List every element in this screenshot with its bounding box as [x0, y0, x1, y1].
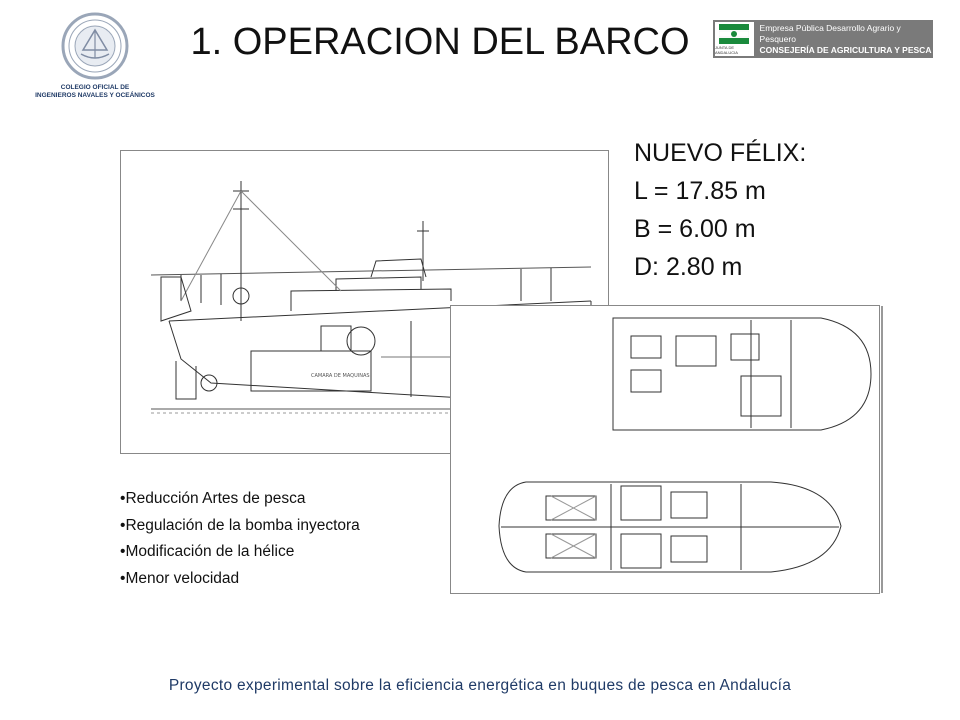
ship-deck-plan-icon — [498, 317, 872, 573]
logo-line1: Empresa Pública Desarrollo Agrario y Pes… — [759, 22, 901, 44]
list-item: Modificación de la hélice — [120, 539, 360, 566]
colegio-seal-icon — [61, 12, 129, 80]
andalucia-flag-icon — [719, 23, 750, 44]
list-item: Menor velocidad — [120, 566, 360, 593]
list-item: Reducción Artes de pesca — [120, 486, 360, 513]
vessel-beam: B = 6.00 m — [634, 215, 756, 243]
colegio-logo: COLEGIO OFICIAL DE INGENIEROS NAVALES Y … — [30, 10, 160, 110]
consejeria-logo: JUNTA DE ANDALUCIA Empresa Pública Desar… — [713, 20, 933, 58]
vessel-specs: NUEVO FÉLIX: L = 17.85 m B = 6.00 m D: 2… — [634, 134, 806, 286]
logo-caption-line1: COLEGIO OFICIAL DE — [60, 84, 130, 91]
junta-andalucia-emblem: JUNTA DE ANDALUCIA — [715, 22, 754, 56]
list-item: Regulación de la bomba inyectora — [120, 513, 359, 540]
vessel-depth: D: 2.80 m — [634, 253, 743, 281]
emblem-text: JUNTA DE ANDALUCIA — [715, 44, 738, 55]
svg-text:CAMARA DE MAQUINAS: CAMARA DE MAQUINAS — [311, 373, 370, 379]
measures-list: Reducción Artes de pesca Regulación de l… — [120, 486, 360, 593]
deck-plan-drawing — [450, 305, 883, 594]
vessel-length: L = 17.85 m — [634, 177, 766, 205]
logo-line2: CONSEJERÍA DE AGRICULTURA Y PESCA — [759, 44, 932, 55]
vessel-name: NUEVO FÉLIX: — [634, 139, 807, 167]
drawing-edge — [881, 306, 883, 593]
logo-caption-line2: INGENIEROS NAVALES Y OCEÁNICOS — [35, 92, 155, 99]
footer-text: Proyecto experimental sobre la eficienci… — [168, 677, 792, 694]
page-title: 1. OPERACION DEL BARCO — [190, 21, 690, 63]
